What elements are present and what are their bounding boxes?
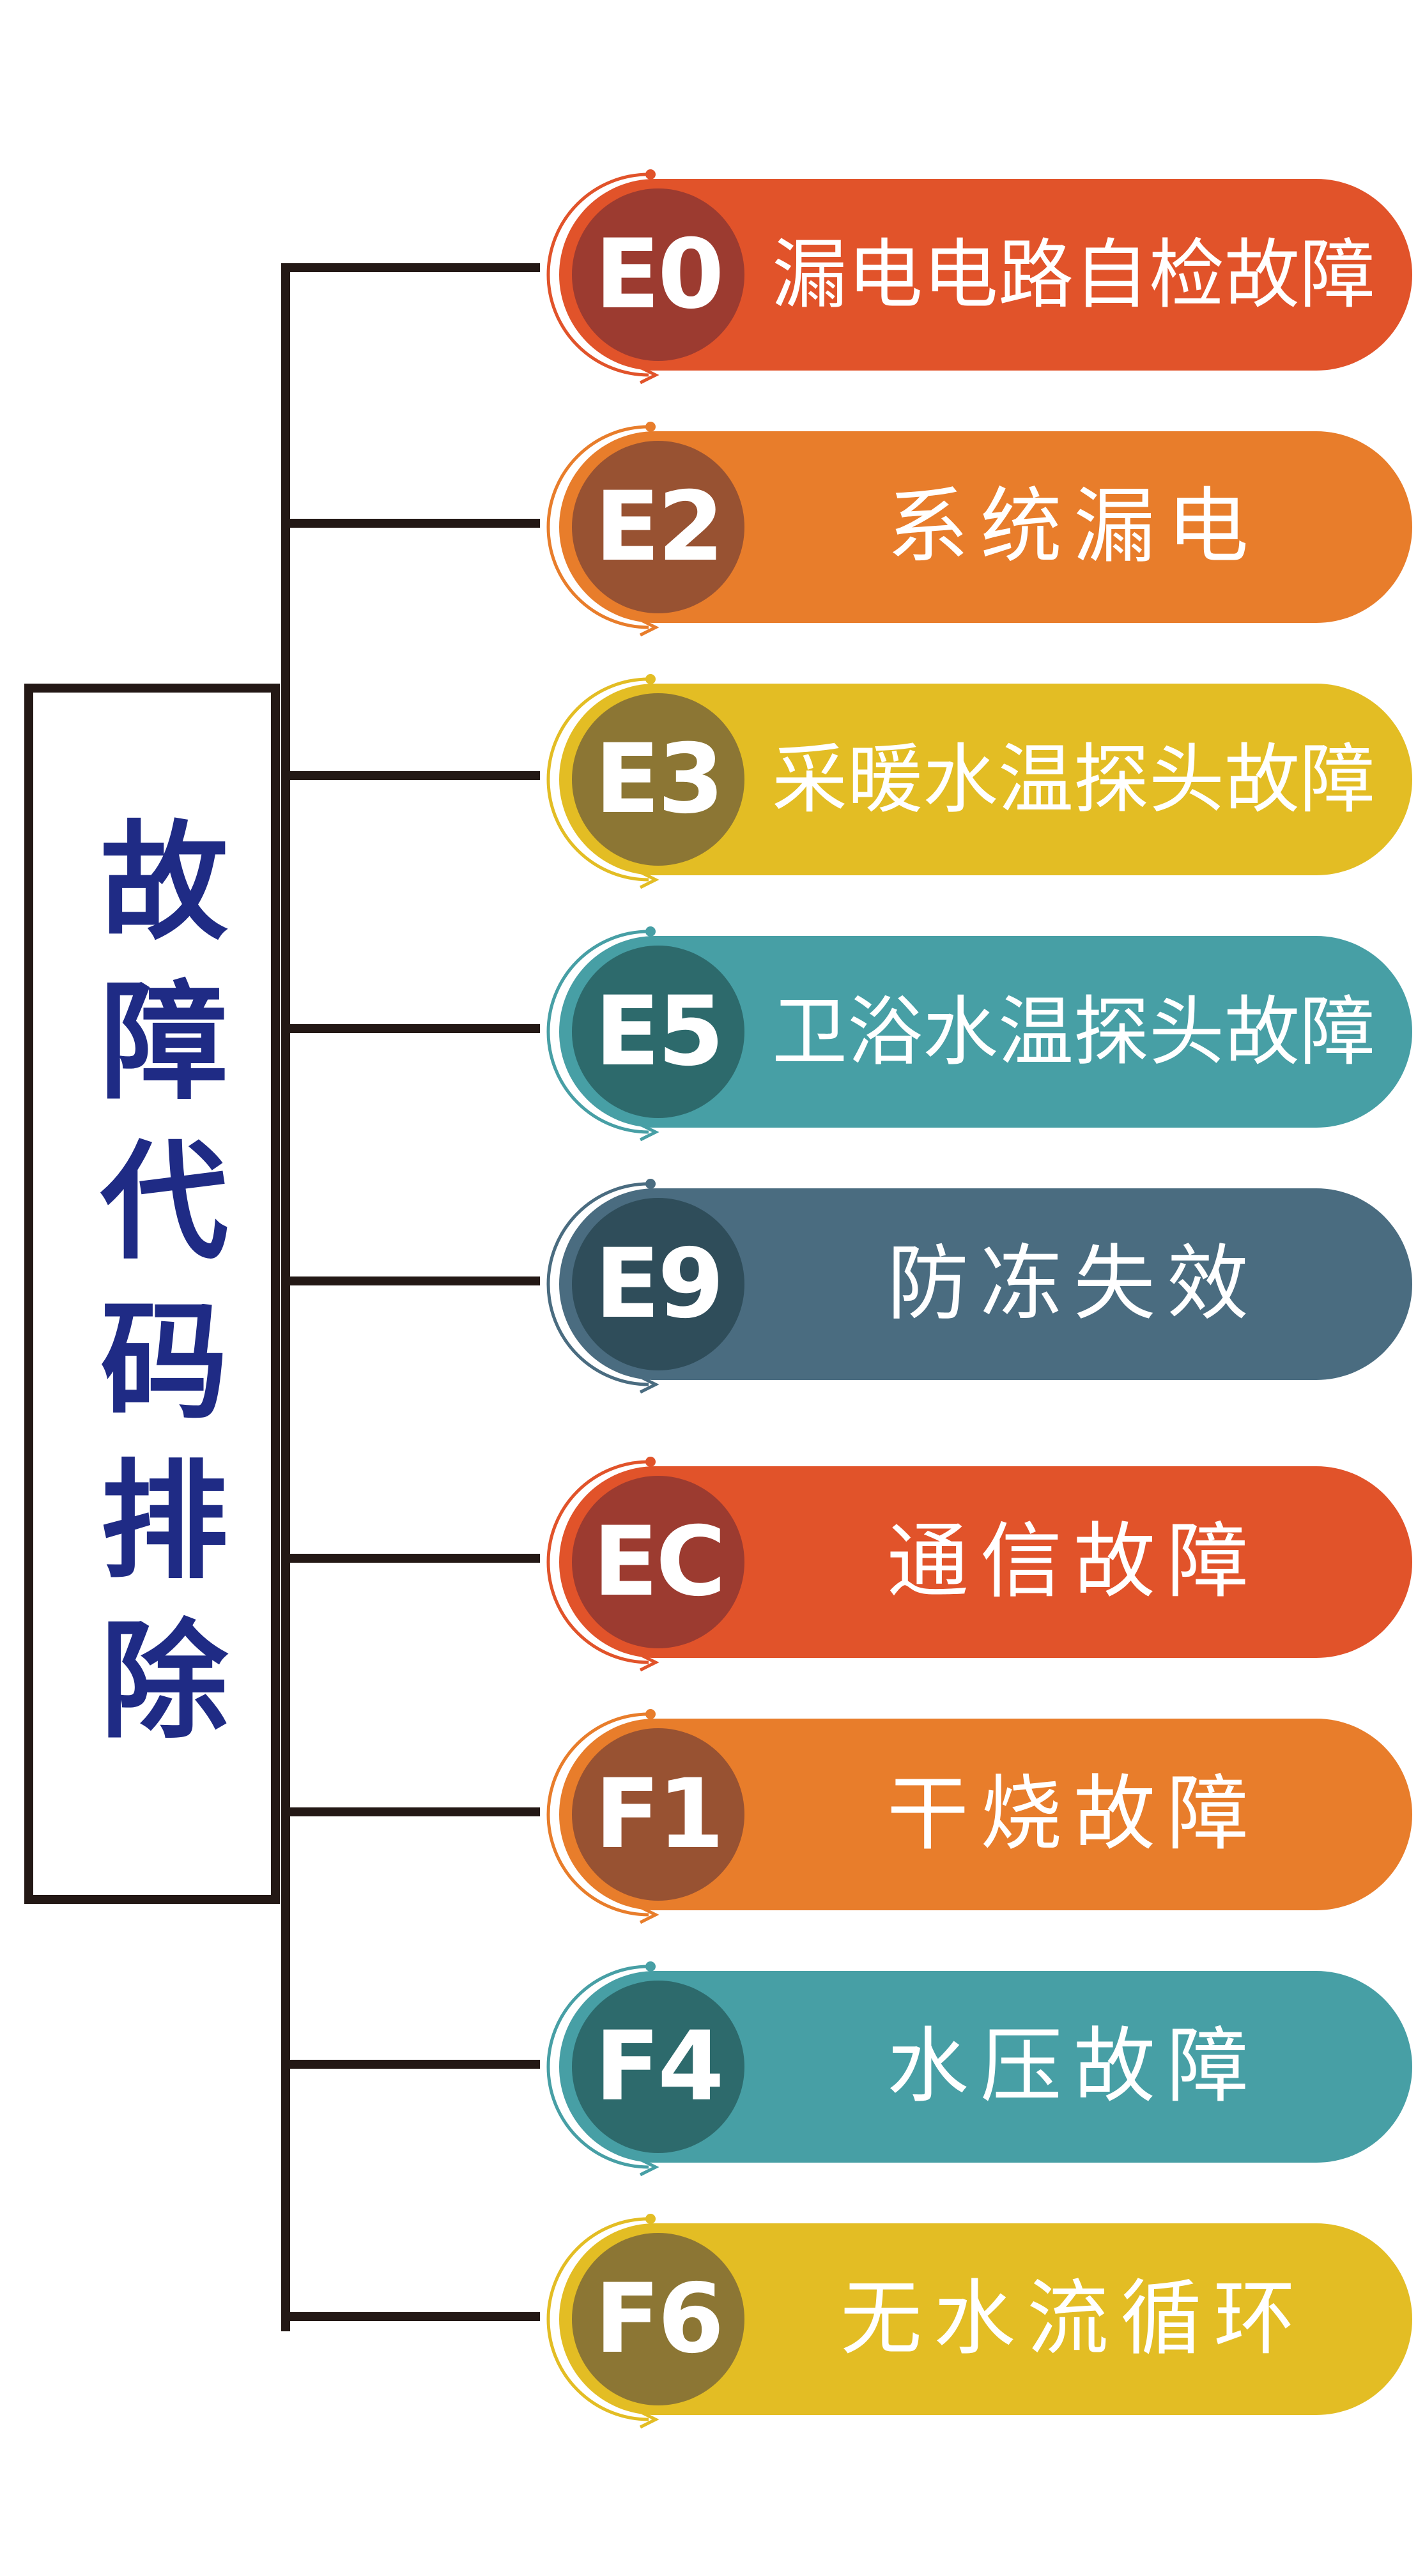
fault-code-item: F1 干烧故障 bbox=[530, 1709, 1412, 1924]
fault-description: 漏电电路自检故障 bbox=[771, 231, 1375, 319]
fault-code: E9 bbox=[594, 1229, 725, 1340]
connector-tick bbox=[281, 1024, 540, 1033]
fault-description: 防冻失效 bbox=[886, 1236, 1260, 1331]
code-badge: E0 bbox=[572, 188, 744, 361]
code-badge: F6 bbox=[572, 2233, 744, 2405]
fault-description: 干烧故障 bbox=[886, 1767, 1260, 1862]
connector-tick bbox=[281, 1554, 540, 1563]
code-badge: E5 bbox=[572, 946, 744, 1118]
connector-tick bbox=[281, 771, 540, 780]
fault-code-item: E0 漏电电路自检故障 bbox=[530, 169, 1412, 385]
connector-tick bbox=[281, 263, 540, 272]
fault-code-item: F4 水压故障 bbox=[530, 1961, 1412, 2177]
fault-description: 通信故障 bbox=[886, 1514, 1260, 1609]
fault-code: F1 bbox=[594, 1759, 725, 1870]
fault-code: E2 bbox=[594, 471, 725, 583]
fault-code: E0 bbox=[594, 219, 725, 330]
code-badge: E9 bbox=[572, 1198, 744, 1370]
fault-code-item: E9 防冻失效 bbox=[530, 1179, 1412, 1394]
fault-code-item: F6 无水流循环 bbox=[530, 2214, 1412, 2429]
fault-code: F4 bbox=[594, 2011, 725, 2122]
diagram-title: 故障代码排除 bbox=[78, 815, 227, 1773]
fault-code: E3 bbox=[594, 724, 725, 835]
connector-tick bbox=[281, 2312, 540, 2321]
fault-description: 无水流循环 bbox=[840, 2271, 1307, 2366]
code-badge: F4 bbox=[572, 1981, 744, 2153]
fault-description: 卫浴水温探头故障 bbox=[771, 988, 1375, 1076]
connector-tick bbox=[281, 1807, 540, 1816]
fault-code-item: E5 卫浴水温探头故障 bbox=[530, 926, 1412, 1142]
code-badge: EC bbox=[572, 1476, 744, 1648]
connector-spine bbox=[281, 263, 290, 2331]
fault-code-item: E3 采暖水温探头故障 bbox=[530, 674, 1412, 889]
connector-tick bbox=[281, 2060, 540, 2069]
fault-code: E5 bbox=[594, 976, 725, 1087]
connector-tick bbox=[281, 1276, 540, 1285]
fault-code: F6 bbox=[594, 2264, 725, 2375]
title-box: 故障代码排除 bbox=[24, 684, 280, 1904]
fault-description: 采暖水温探头故障 bbox=[771, 735, 1375, 824]
fault-code: EC bbox=[592, 1506, 727, 1618]
code-badge: E2 bbox=[572, 441, 744, 613]
fault-description: 系统漏电 bbox=[886, 479, 1260, 574]
connector-tick bbox=[281, 519, 540, 528]
code-badge: E3 bbox=[572, 693, 744, 866]
code-badge: F1 bbox=[572, 1728, 744, 1901]
fault-description: 水压故障 bbox=[886, 2019, 1260, 2114]
fault-code-item: E2 系统漏电 bbox=[530, 422, 1412, 637]
fault-code-item: EC 通信故障 bbox=[530, 1457, 1412, 1672]
